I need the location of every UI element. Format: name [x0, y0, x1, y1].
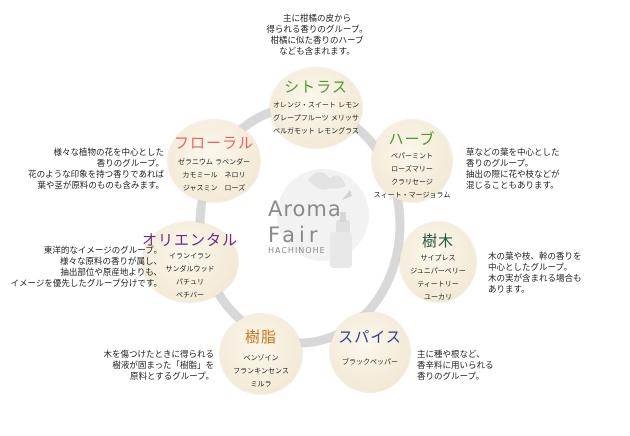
center-title: Aroma Fair [268, 198, 342, 246]
group-spice-title: スパイス [338, 328, 402, 346]
center-illustration [277, 169, 369, 268]
group-spice: スパイス ブラックペッパー [330, 312, 410, 392]
list-item: イランイラン [169, 252, 211, 260]
group-herb: ハーブ ペパーミント ローズマリー クラリセージ スィート・マージョラム [372, 120, 452, 202]
group-resin-description: 木を傷つけたときに得られる 樹液が固まった「樹脂」を 原料とするグループ。 [103, 350, 214, 382]
group-wood-description: 木の葉や枝、幹の香りを 中心としたグループ。 木の実が含まれる場合も あります。 [488, 252, 582, 295]
center-title-line2: Fair [268, 223, 322, 247]
group-citrus-description: 主に柑橘の皮から 得られる香りのグループ。 柑橘に似た香りのハーブ なども含まれ… [266, 14, 368, 57]
list-item: ジュニパーベリー [410, 267, 466, 275]
group-herb-items: ペパーミント ローズマリー クラリセージ スィート・マージョラム [372, 150, 452, 202]
group-wood-items: サイプレス ジュニパーベリー ティートリー ユーカリ [400, 252, 476, 304]
list-item: カモミール ネロリ [182, 171, 246, 179]
group-herb-title: ハーブ [388, 130, 436, 148]
list-item: サンダルウッド [165, 265, 215, 273]
group-oriental-description: 東洋的なイメージのグループ。 様々な原料の香りが属し、 抽出部位や原産地よりも、… [10, 246, 162, 289]
group-spice-items: ブラックペッパー [330, 356, 410, 369]
group-wood: 樹木 サイプレス ジュニパーベリー ティートリー ユーカリ [400, 222, 476, 302]
group-herb-description: 草などの葉を中心とした 香りのグループ。 抽出の際に花や枝などが 混じることもあ… [466, 148, 560, 191]
list-item: オレンジ・スイート レモン [272, 101, 360, 109]
group-floral-items: ゼラニウム ラベンダー カモミール ネロリ ジャスミン ローズ [168, 156, 260, 195]
group-citrus-title: シトラス [284, 78, 348, 96]
list-item: ゼラニウム ラベンダー [177, 158, 251, 166]
list-item: ベンゾイン [243, 354, 279, 362]
group-floral: フローラル ゼラニウム ラベンダー カモミール ネロリ ジャスミン ローズ [168, 120, 260, 202]
list-item: フランキンセンス [233, 367, 289, 375]
list-item: ティートリー [417, 280, 459, 288]
list-item: ユーカリ [424, 293, 452, 301]
list-item: ベチバー [176, 291, 204, 299]
list-item: ブラックペッパー [342, 358, 398, 366]
list-item: スィート・マージョラム [373, 191, 451, 199]
group-citrus: シトラス オレンジ・スイート レモン グレープフルーツ メリッサ ベルガモット … [270, 68, 362, 148]
list-item: ジャスミン ローズ [182, 184, 246, 192]
list-item: ローズマリー [391, 165, 433, 173]
group-spice-description: 主に種や根など、 香辛料に用いられる 香りのグループ。 [417, 350, 494, 382]
group-citrus-items: オレンジ・スイート レモン グレープフルーツ メリッサ ベルガモット レモングラ… [270, 99, 362, 138]
group-resin: 樹脂 ベンゾイン フランキンセンス ミルラ [220, 314, 302, 394]
list-item: ペパーミント [391, 152, 433, 160]
group-wood-title: 樹木 [421, 232, 454, 250]
group-oriental-items: イランイラン サンダルウッド パチュリ ベチバー [142, 250, 238, 302]
list-item: サイプレス [420, 254, 456, 262]
center-title-line1: Aroma [268, 197, 342, 221]
list-item: パチュリ [176, 278, 204, 286]
group-resin-items: ベンゾイン フランキンセンス ミルラ [220, 352, 302, 391]
group-floral-description: 様々な植物の花を中心とした 香りのグループ。 花のような印象を持つ香りであれば … [28, 148, 164, 191]
group-floral-title: フローラル [173, 134, 254, 152]
center-subtitle: HACHINOHE [268, 246, 326, 255]
group-oriental: オリエンタル イランイラン サンダルウッド パチュリ ベチバー [142, 222, 238, 302]
group-resin-title: 樹脂 [244, 328, 277, 346]
group-oriental-title: オリエンタル [142, 231, 239, 249]
list-item: クラリセージ [391, 178, 433, 186]
list-item: ベルガモット レモングラス [273, 127, 359, 135]
list-item: ミルラ [250, 380, 272, 388]
list-item: グレープフルーツ メリッサ [273, 114, 359, 122]
